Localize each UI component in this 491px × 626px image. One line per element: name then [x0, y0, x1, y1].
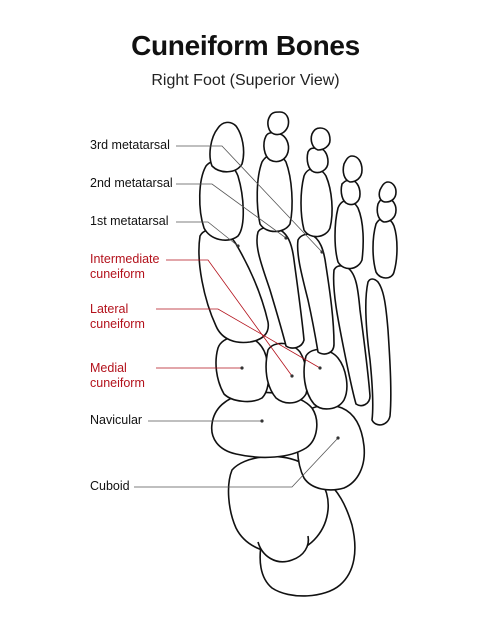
label-1st-metatarsal: 1st metatarsal	[90, 214, 169, 228]
toe-3-middle-phalanx	[306, 147, 329, 174]
page-subtitle: Right Foot (Superior View)	[151, 72, 340, 89]
leader-met1	[176, 221, 239, 247]
leader-medial-dot	[240, 366, 244, 370]
label-2nd-metatarsal: 2nd metatarsal	[90, 176, 173, 190]
leader-cuboid	[134, 437, 339, 488]
intermediate-cuneiform-bone	[265, 342, 309, 404]
hallux-proximal-phalanx	[198, 159, 245, 241]
talus-bone	[227, 455, 329, 554]
leader-lateral-dot	[318, 366, 322, 370]
label-cuboid: Cuboid	[90, 479, 130, 493]
navicular-bone	[210, 391, 318, 459]
toe-4-proximal-phalanx	[334, 199, 364, 270]
talus-trochlea	[257, 535, 310, 563]
leader-met3-dot	[320, 250, 324, 254]
leader-met1-dot	[236, 244, 240, 248]
toe-4-middle-phalanx	[340, 179, 361, 206]
leader-navicular-dot	[260, 419, 264, 423]
toe-5-distal-phalanx	[378, 181, 397, 203]
label-navicular: Navicular	[90, 413, 143, 427]
hallux-distal-phalanx	[209, 121, 245, 173]
toe-3-proximal-phalanx	[300, 167, 333, 238]
leader-lateral	[156, 308, 321, 369]
toe-5-proximal-phalanx	[372, 217, 398, 279]
metatarsal-5-bone	[365, 278, 392, 426]
toe-2-distal-phalanx	[267, 111, 290, 136]
page-title: Cuneiform Bones	[131, 30, 360, 61]
toe-3-distal-phalanx	[310, 127, 331, 151]
leader-intermediate	[166, 259, 293, 377]
leader-cuboid-dot	[336, 436, 340, 440]
toe-2-proximal-phalanx	[256, 153, 293, 233]
leader-met2-dot	[284, 236, 288, 240]
leader-met3	[176, 145, 323, 253]
leader-intermediate-dot	[290, 374, 294, 378]
toe-2-middle-phalanx	[263, 131, 290, 163]
lateral-cuneiform-bone	[303, 348, 348, 410]
leader-met2	[176, 183, 287, 239]
toe-4-distal-phalanx	[342, 155, 363, 183]
label-3rd-metatarsal: 3rd metatarsal	[90, 138, 170, 152]
